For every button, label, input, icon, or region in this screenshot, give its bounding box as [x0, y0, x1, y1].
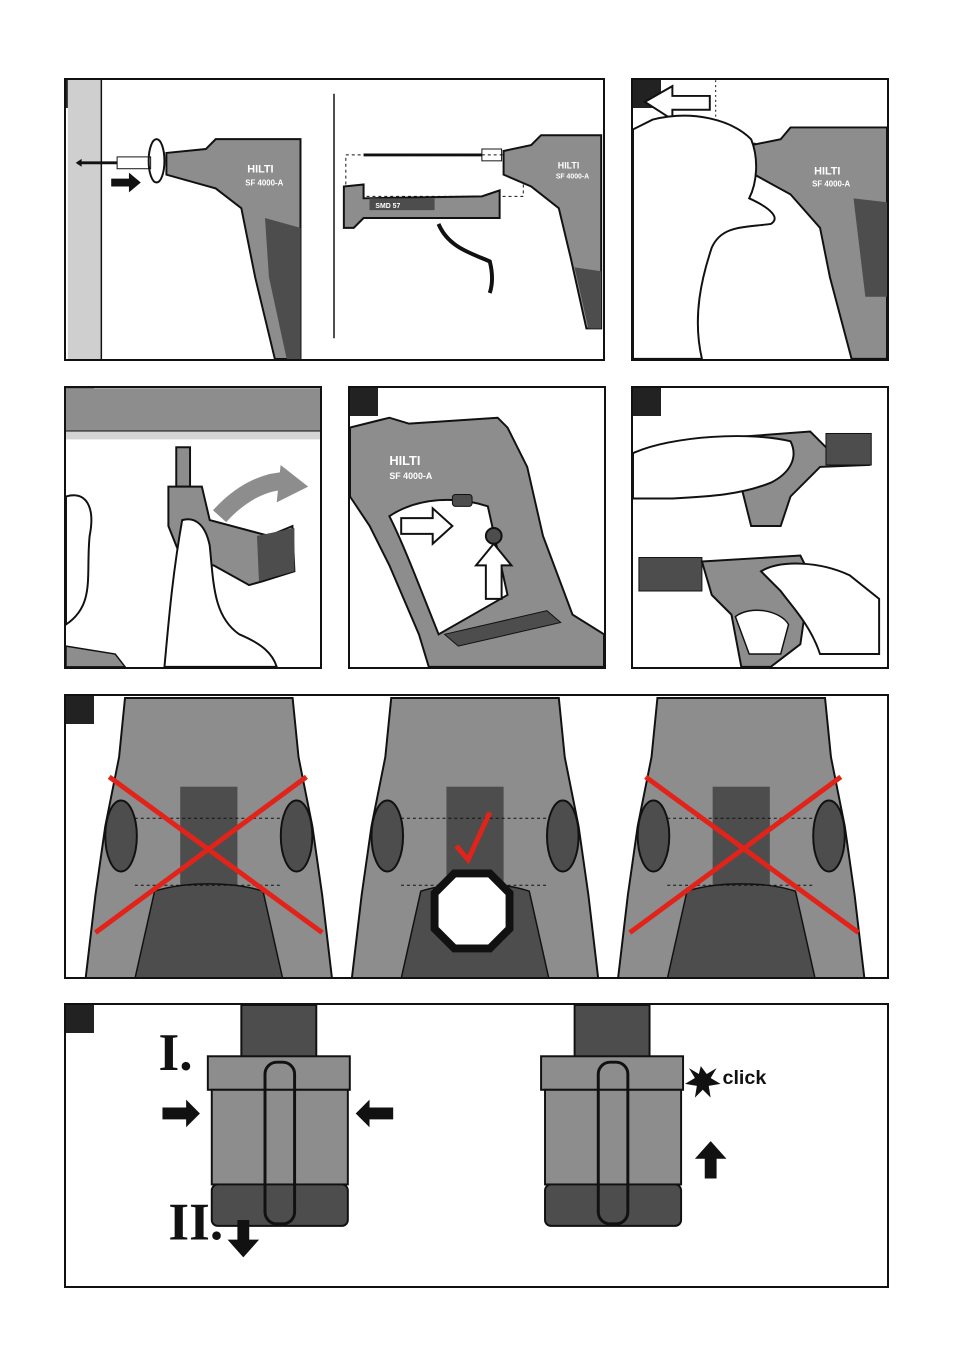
screw-insertion-illustration: HILTI SF 4000-A SMD 57 HILTI SF 4000-A	[66, 80, 603, 359]
forward-reverse-switch-illustration: HILTI SF 4000-A	[350, 388, 604, 667]
magazine-label: SMD 57	[375, 203, 400, 210]
panel-bit-alignment	[64, 694, 889, 979]
step-one-label: I.	[159, 1023, 193, 1082]
brand-logo: HILTI	[247, 164, 273, 176]
panel-overhead-use	[64, 386, 322, 669]
tool-view-wrong-left	[86, 698, 332, 977]
brand-logo: HILTI	[389, 453, 420, 468]
switch-hand-positions-illustration	[633, 388, 887, 667]
hex-nut-icon	[435, 873, 510, 948]
brand-logo: HILTI	[814, 166, 840, 178]
model-label: SF 4000-A	[812, 180, 850, 189]
bit-holder-removal-illustration: HILTI SF 4000-A	[633, 80, 887, 359]
panel-switch-hand-positions	[631, 386, 889, 669]
bit-alignment-illustration	[66, 696, 887, 977]
press-arrow-icon	[356, 1100, 393, 1128]
overhead-use-illustration	[66, 388, 320, 667]
brand-logo: HILTI	[558, 161, 580, 171]
click-label: click	[722, 1067, 766, 1089]
tool-view-wrong-right	[618, 698, 864, 977]
panel-battery-removal-insertion: I. II. click	[64, 1003, 889, 1288]
click-burst-icon	[685, 1066, 720, 1098]
model-label: SF 4000-A	[556, 174, 589, 181]
step-two-label: II.	[168, 1193, 223, 1252]
panel-forward-reverse-switch: HILTI SF 4000-A	[348, 386, 606, 669]
push-up-arrow-icon	[695, 1141, 727, 1178]
battery-pack-removal	[208, 1005, 350, 1226]
panel-screw-insertion: HILTI SF 4000-A SMD 57 HILTI SF 4000-A	[64, 78, 605, 361]
model-label: SF 4000-A	[245, 178, 283, 187]
battery-pack-insertion	[541, 1005, 683, 1226]
model-label: SF 4000-A	[389, 471, 432, 481]
panel-bit-holder-removal: HILTI SF 4000-A	[631, 78, 889, 361]
battery-removal-insertion-illustration: I. II. click	[66, 1005, 887, 1286]
press-arrow-icon	[162, 1100, 199, 1128]
